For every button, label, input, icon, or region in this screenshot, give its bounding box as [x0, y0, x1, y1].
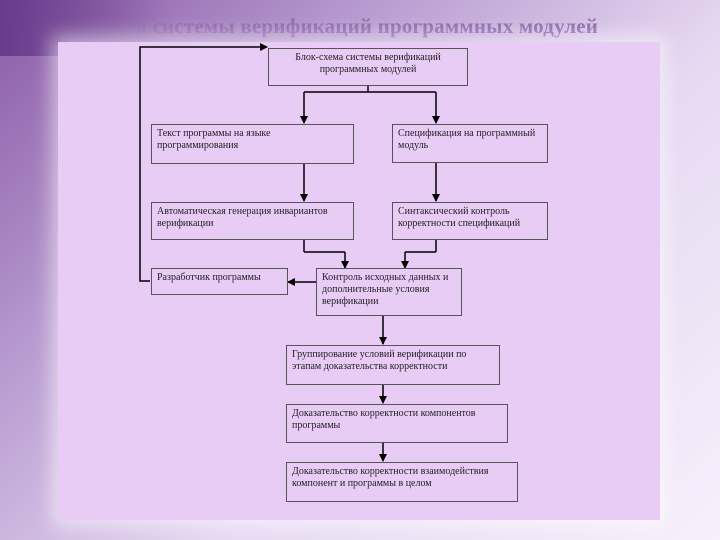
feedback-loop-line — [139, 43, 268, 282]
box-grouping: Группирование условий верификации по эта… — [286, 345, 500, 385]
box-developer: Разработчик программы — [151, 268, 288, 295]
slide-title: ма системы верификаций программных модул… — [121, 14, 599, 38]
box-proof-components: Доказательство корректности компонентов … — [286, 404, 508, 443]
box-syntax-check: Синтаксический контроль корректности спе… — [392, 202, 548, 240]
box-source-text: Текст программы на языке программировани… — [151, 124, 354, 164]
box-auto-gen: Автоматическая генерация инвариантов вер… — [151, 202, 354, 240]
box-top: Блок-схема системы верификаций программн… — [268, 48, 468, 86]
box-proof-interaction: Доказательство корректности взаимодейств… — [286, 462, 518, 502]
box-input-check: Контроль исходных данных и дополнительны… — [316, 268, 462, 316]
box-spec: Спецификация на программный модуль — [392, 124, 548, 163]
